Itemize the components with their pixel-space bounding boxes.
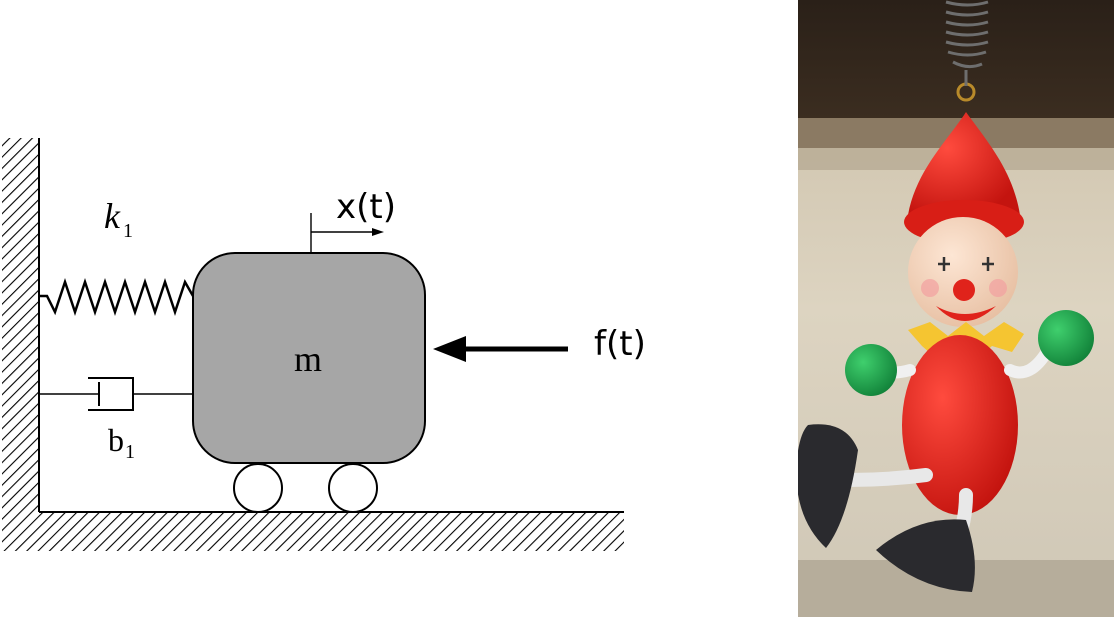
ground-hatch [2, 513, 624, 551]
damping-coefficient-label: b1 [108, 422, 135, 463]
clown-left-leg [841, 468, 933, 487]
mass-label: m [294, 339, 322, 379]
clown-cheek-left [921, 279, 939, 297]
clown-mouth [936, 306, 996, 321]
spring [39, 278, 195, 316]
coil-spring [945, 0, 989, 69]
clown-face [908, 217, 1018, 327]
clown-hat [908, 112, 1020, 215]
photo-background-shelf [798, 0, 1114, 118]
displacement-arrow-head [372, 228, 384, 236]
force-label: f(t) [594, 324, 646, 364]
wall-hatch [2, 138, 38, 550]
clown-cheek-right [989, 279, 1007, 297]
force-arrow-head [433, 336, 466, 362]
clown-left-shoe [798, 424, 858, 548]
clown-right-shoe [876, 519, 975, 592]
damper [39, 377, 194, 411]
clown-body [902, 335, 1018, 515]
clown-right-hand [1038, 310, 1094, 366]
right-wheel [328, 463, 378, 513]
clown-eyes [938, 257, 994, 271]
clown-left-hand [845, 344, 897, 396]
displacement-label: x(t) [336, 187, 396, 227]
left-wheel [233, 463, 283, 513]
mass-block [192, 252, 426, 464]
clown-nose [953, 279, 975, 301]
clown-toy-photo [798, 0, 1114, 617]
